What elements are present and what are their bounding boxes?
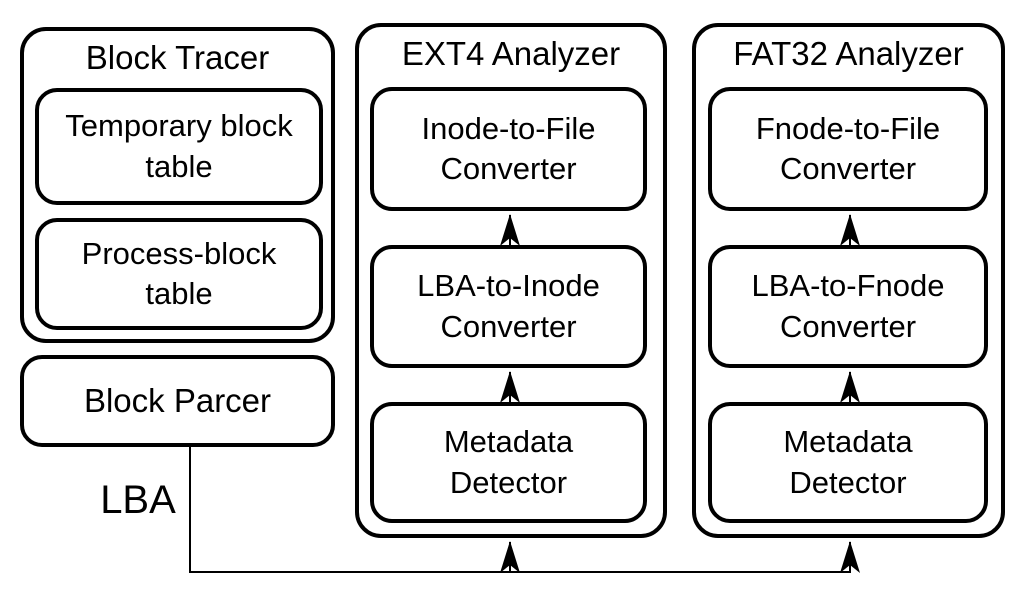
lba-edge-label: LBA [100, 478, 176, 522]
fat32-analyzer-title: FAT32 Analyzer [733, 35, 964, 72]
box-temporary-block-table: Temporary block table [35, 88, 323, 205]
box-lba-to-inode-converter: LBA-to-Inode Converter [370, 245, 647, 368]
group-block-tracer: Block Tracer Temporary block table Proce… [20, 27, 335, 343]
ext4-metadata-detector-label: Metadata Detector [443, 424, 574, 500]
box-fnode-to-file-converter: Fnode-to-File Converter [708, 87, 988, 211]
ext4-analyzer-title: EXT4 Analyzer [401, 35, 621, 72]
box-inode-to-file-converter: Inode-to-File Converter [370, 87, 647, 211]
lba-to-fnode-converter-label: LBA-to-Fnode Converter [751, 268, 945, 344]
block-parcer-label: Block Parcer [83, 381, 272, 419]
fnode-to-file-converter-label: Fnode-to-File Converter [755, 110, 941, 186]
lba-to-inode-converter-label: LBA-to-Inode Converter [417, 268, 600, 344]
box-lba-to-fnode-converter: LBA-to-Fnode Converter [708, 245, 988, 368]
inode-to-file-converter-label: Inode-to-File Converter [421, 110, 596, 186]
box-fat32-metadata-detector: Metadata Detector [708, 402, 988, 523]
temporary-block-table-label: Temporary block table [65, 108, 293, 184]
box-block-parcer: Block Parcer [20, 355, 335, 447]
group-fat32-analyzer: FAT32 Analyzer Fnode-to-File Converter L… [692, 23, 1005, 538]
box-process-block-table: Process-block table [35, 218, 323, 330]
block-tracer-title: Block Tracer [85, 39, 270, 76]
fat32-metadata-detector-label: Metadata Detector [783, 424, 913, 500]
process-block-table-label: Process-block table [81, 235, 277, 311]
group-ext4-analyzer: EXT4 Analyzer Inode-to-File Converter LB… [355, 23, 667, 538]
box-ext4-metadata-detector: Metadata Detector [370, 402, 647, 523]
